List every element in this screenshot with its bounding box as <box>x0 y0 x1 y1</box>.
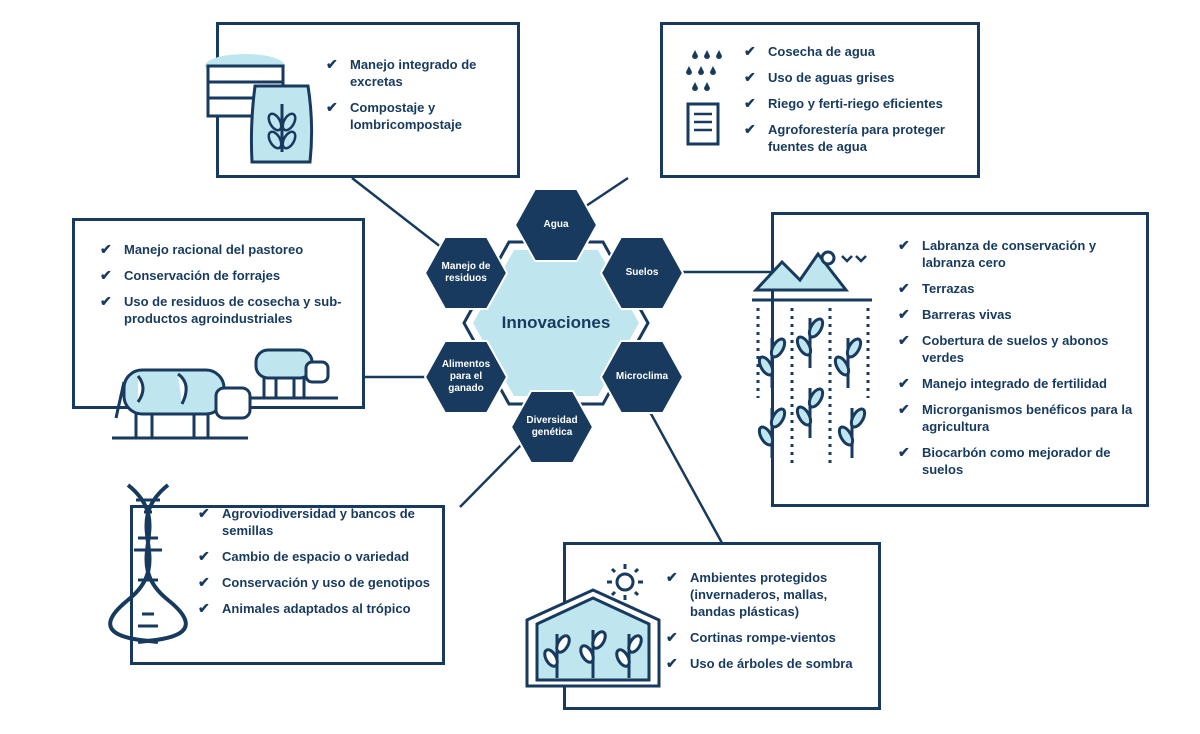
list-item: ✔Agroforestería para proteger fuentes de… <box>744 121 945 154</box>
list-item: ✔Biocarbón como mejorador de suelos <box>898 444 1111 477</box>
alimentos-list: ✔Manejo racional del pastoreo ✔Conservac… <box>100 241 360 336</box>
check-icon: ✔ <box>744 95 756 111</box>
check-icon: ✔ <box>898 306 910 322</box>
box-agua <box>660 22 980 178</box>
check-icon: ✔ <box>898 375 910 391</box>
center-label: Innovaciones <box>501 313 611 332</box>
list-item: ✔Animales adaptados al trópico <box>198 600 411 616</box>
list-item: ✔Cobertura de suelos y abonos verdes <box>898 332 1109 365</box>
list-item: ✔Cosecha de agua <box>744 43 875 59</box>
check-icon: ✔ <box>666 629 678 645</box>
hexagon-agua: Agua <box>514 188 598 262</box>
hexagon-diversidad: Diversidad genética <box>510 390 594 464</box>
diversidad-list: ✔Agroviodiversidad y bancos de semillas … <box>198 505 438 626</box>
list-item: ✔Microrganismos benéficos para la agricu… <box>898 401 1133 434</box>
check-icon: ✔ <box>898 401 910 417</box>
check-icon: ✔ <box>100 293 112 309</box>
dna-icon <box>108 483 188 644</box>
list-item: ✔Conservación y uso de genotipos <box>198 574 431 590</box>
check-icon: ✔ <box>898 332 910 348</box>
list-item: ✔Agroviodiversidad y bancos de semillas <box>198 505 415 538</box>
list-item: ✔Terrazas <box>898 280 975 296</box>
hexagon-microclima: Microclima <box>600 340 684 414</box>
check-icon: ✔ <box>666 569 678 585</box>
check-icon: ✔ <box>744 69 756 85</box>
center-hexagon: Innovaciones <box>462 240 650 406</box>
list-item: ✔Compostaje y lombricompostaje <box>326 99 462 132</box>
check-icon: ✔ <box>198 548 210 564</box>
list-item: ✔Manejo integrado de fertilidad <box>898 375 1107 391</box>
check-icon: ✔ <box>100 241 112 257</box>
check-icon: ✔ <box>744 43 756 59</box>
microclima-list: ✔Ambientes protegidos (invernaderos, mal… <box>666 569 871 681</box>
cows-icon <box>112 348 338 440</box>
list-item: ✔Cambio de espacio o variedad <box>198 548 410 564</box>
list-item: ✔Ambientes protegidos (invernaderos, mal… <box>666 569 828 619</box>
check-icon: ✔ <box>744 121 756 137</box>
list-item: ✔Cortinas rompe-vientos <box>666 629 836 645</box>
water-drops-icon <box>686 50 722 146</box>
check-icon: ✔ <box>898 444 910 460</box>
hexagon-suelos: Suelos <box>600 236 684 310</box>
fertilizer-sack-icon <box>205 54 314 164</box>
list-item: ✔Riego y ferti-riego eficientes <box>744 95 943 111</box>
agua-list: ✔Cosecha de agua ✔Uso de aguas grises ✔R… <box>744 43 966 164</box>
list-item: ✔Manejo racional del pastoreo <box>100 241 304 257</box>
suelos-list: ✔Labranza de conservación y labranza cer… <box>898 237 1134 487</box>
list-item: ✔Uso de aguas grises <box>744 69 895 85</box>
list-item: ✔Uso de residuos de cosecha y sub-produc… <box>100 293 342 326</box>
list-item: ✔Barreras vivas <box>898 306 1012 322</box>
list-item: ✔Conservación de forrajes <box>100 267 281 283</box>
check-icon: ✔ <box>326 56 338 72</box>
list-item: ✔Uso de árboles de sombra <box>666 655 853 671</box>
check-icon: ✔ <box>198 505 210 521</box>
crops-field-icon <box>752 250 872 468</box>
check-icon: ✔ <box>100 267 112 283</box>
hexagon-residuos: Manejo de residuos <box>424 236 508 310</box>
list-item: ✔Labranza de conservación y labranza cer… <box>898 237 1097 270</box>
greenhouse-icon <box>525 564 661 688</box>
box-diversidad <box>130 505 445 665</box>
residuos-list: ✔Manejo integrado de excretas ✔Compostaj… <box>326 56 506 142</box>
check-icon: ✔ <box>326 99 338 115</box>
hexagon-alimentos: Alimentos para el ganado <box>424 340 508 414</box>
check-icon: ✔ <box>198 600 210 616</box>
check-icon: ✔ <box>198 574 210 590</box>
list-item: ✔Manejo integrado de excretas <box>326 56 477 89</box>
check-icon: ✔ <box>898 237 910 253</box>
check-icon: ✔ <box>898 280 910 296</box>
check-icon: ✔ <box>666 655 678 671</box>
